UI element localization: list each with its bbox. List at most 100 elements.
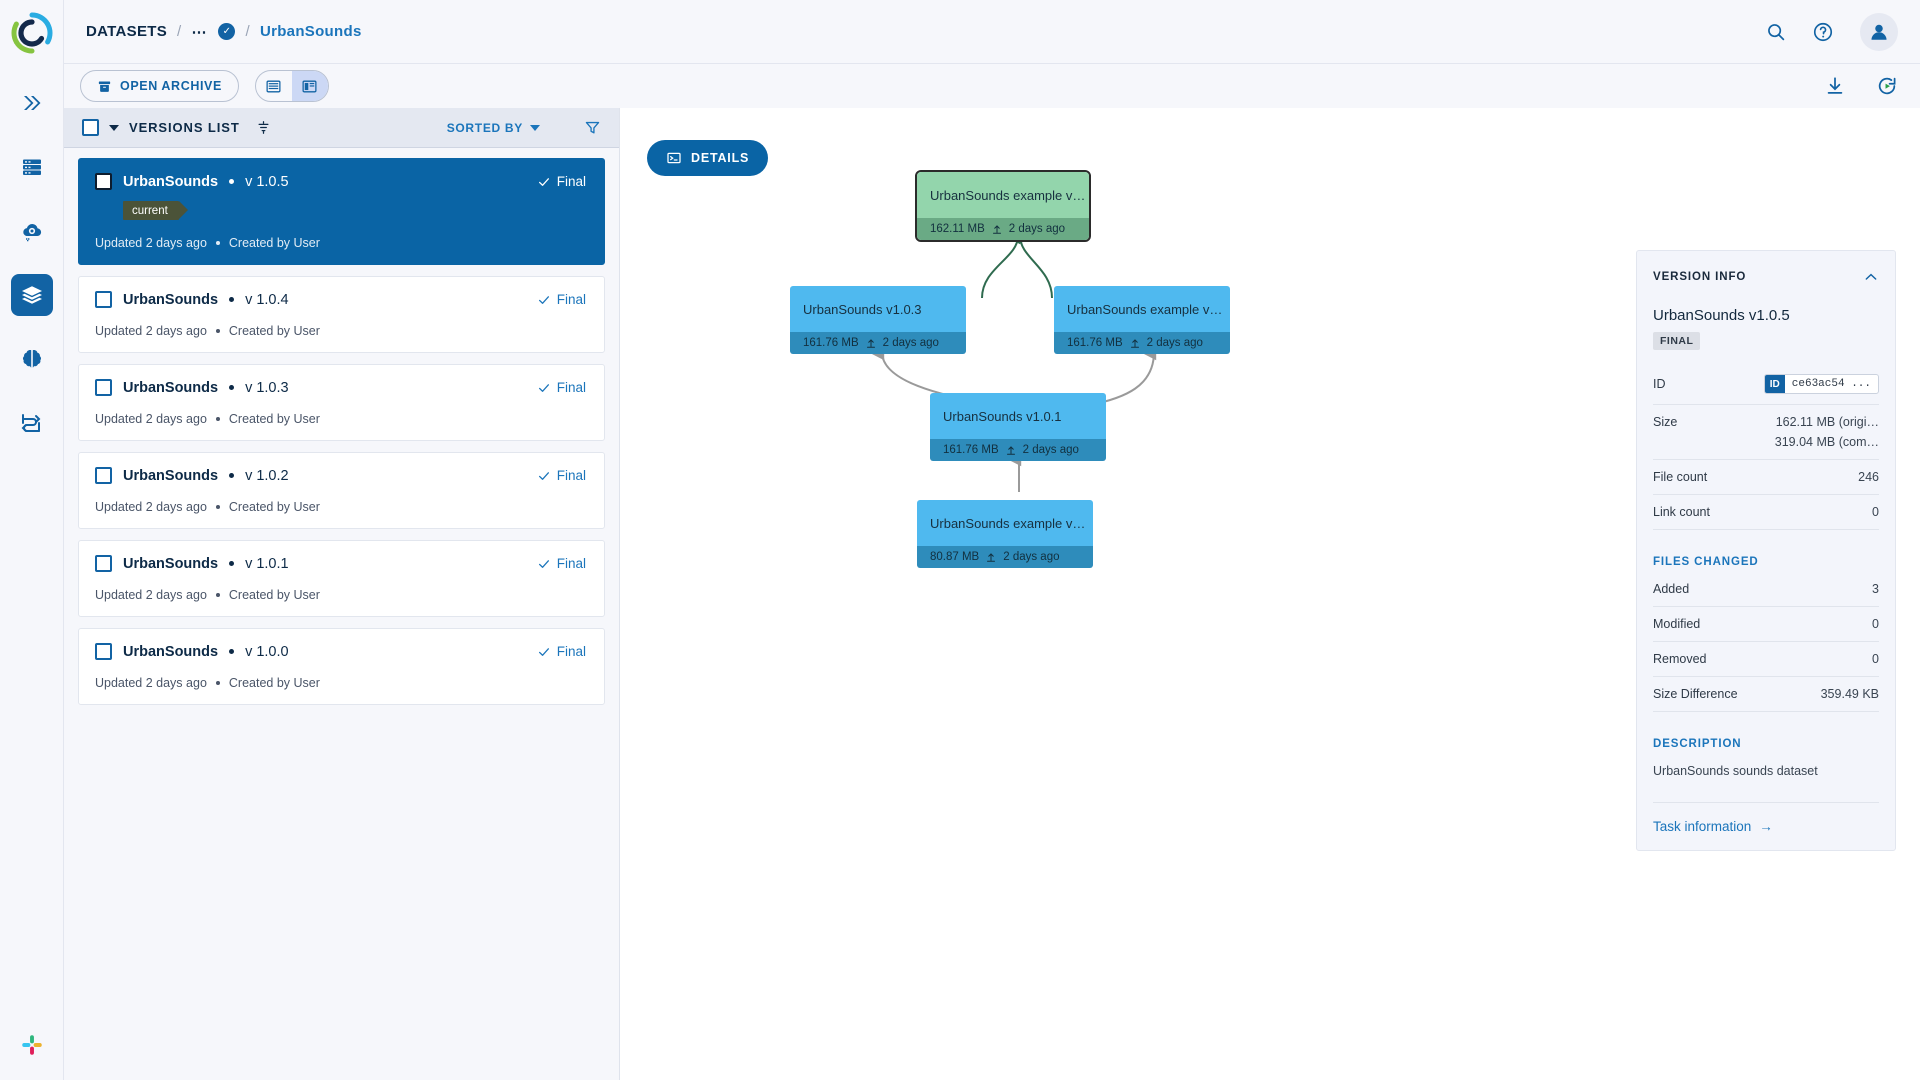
layers-icon [20,283,44,307]
files-changed-row: Modified 0 [1653,607,1879,642]
version-checkbox[interactable] [95,467,112,484]
files-changed-value: 0 [1872,652,1879,666]
separator-dot [215,505,220,509]
graph-node-size: 162.11 MB [930,223,985,235]
sorted-by-label: SORTED BY [446,120,523,135]
breadcrumb-separator-1: / [177,23,182,40]
check-icon [537,293,551,307]
version-status-label: Final [556,556,586,571]
version-checkbox[interactable] [95,291,112,308]
user-avatar[interactable] [1860,12,1898,51]
task-information-link[interactable]: Task information → [1653,819,1879,834]
upload-icon [985,551,997,563]
info-row-id: ID ID ce63ac54 ... [1653,364,1879,405]
version-updated: Updated 2 days ago [95,324,207,338]
topbar-actions [1765,12,1898,51]
sidebar-item-models[interactable] [11,338,53,380]
version-checkbox[interactable] [95,379,112,396]
version-number: v 1.0.5 [245,173,289,190]
select-all-chevron-down-icon[interactable] [109,124,119,131]
version-name: UrbanSounds [123,173,219,190]
version-info-header: VERSION INFO [1653,269,1879,285]
sorted-by-button[interactable]: SORTED BY [447,121,540,135]
filter-icon[interactable] [584,119,601,136]
select-all-checkbox[interactable] [82,119,99,136]
breadcrumb-check-icon[interactable]: ✓ [218,23,236,40]
open-archive-button[interactable]: OPEN ARCHIVE [80,70,239,102]
check-icon [537,175,551,189]
graph-node-time: 2 days ago [1008,223,1066,235]
check-icon [537,645,551,659]
details-label: DETAILS [691,151,750,165]
info-row-size-key: Size [1653,415,1678,429]
sidebar-item-pipelines[interactable] [11,82,53,124]
version-creator: Created by User [228,236,320,250]
column-settings-icon[interactable] [256,120,271,135]
upload-icon [1129,337,1141,349]
id-chip[interactable]: ID ce63ac54 ... [1763,374,1879,394]
version-number: v 1.0.0 [245,643,289,660]
version-checkbox[interactable] [95,173,112,190]
flow-arrows-icon [20,411,44,435]
version-creator: Created by User [228,324,320,338]
files-changed-value: 0 [1872,617,1879,631]
arrow-right-icon: → [1759,819,1773,834]
sidebar-item-datasets[interactable] [11,146,53,188]
info-rows: ID ID ce63ac54 ... Size 162.11 MB (origi… [1653,364,1879,530]
download-icon[interactable] [1824,75,1846,97]
files-changed-key: Added [1653,582,1690,596]
sidebar-item-versions[interactable] [10,274,53,316]
upload-icon [991,223,1003,235]
breadcrumb-datasets[interactable]: DATASETS [86,23,168,40]
view-table-button[interactable] [256,71,292,101]
files-changed-value: 359.49 KB [1820,687,1879,701]
version-creator: Created by User [228,676,320,690]
help-icon[interactable] [1812,21,1834,43]
files-changed-key: Modified [1653,617,1701,631]
breadcrumb-ellipsis[interactable]: ⋯ [191,23,209,41]
breadcrumb-current[interactable]: UrbanSounds [259,23,362,40]
info-row-link-count-key: Link count [1653,505,1710,519]
check-icon [537,469,551,483]
auto-refresh-icon[interactable] [1876,75,1898,97]
clearml-logo[interactable] [9,10,55,56]
status-badge: FINAL [1653,332,1701,350]
id-chip-label: ID [1764,375,1785,393]
sidebar-item-hyperdatasets[interactable] [11,210,53,252]
graph-node-time: 2 days ago [1146,337,1203,349]
slack-button[interactable] [0,1032,64,1058]
view-details-button[interactable] [291,71,328,101]
sidebar-item-workflows[interactable] [11,402,53,444]
version-status: Final [537,380,586,395]
version-updated: Updated 2 days ago [95,500,207,514]
collapse-chevron-up-icon[interactable] [1863,269,1879,285]
open-archive-label: OPEN ARCHIVE [120,79,222,93]
details-button[interactable]: DETAILS [647,140,769,176]
version-checkbox[interactable] [95,643,112,660]
search-icon[interactable] [1765,21,1786,42]
version-checkbox[interactable] [95,555,112,572]
versions-list-header: VERSIONS LIST SORTED BY [64,108,619,148]
